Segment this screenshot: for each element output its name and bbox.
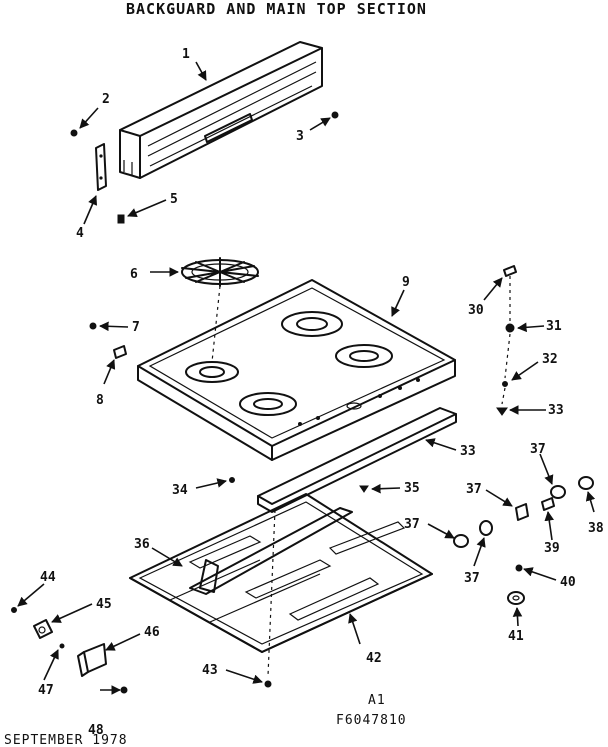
screw-35 (264, 680, 272, 688)
diagram-title: BACKGUARD AND MAIN TOP SECTION (126, 0, 427, 18)
callout-41: 35 (404, 481, 420, 496)
callout-32: 8 (96, 393, 104, 408)
screw-41 (359, 485, 369, 493)
callout-36: 42 (366, 651, 382, 666)
screw-9 (59, 643, 65, 649)
clip-32 (113, 345, 127, 359)
callout-6: 44 (40, 570, 56, 585)
screw-33b (120, 686, 128, 694)
drawing-code-a1: A1 (368, 693, 386, 708)
callout-8: 46 (144, 625, 160, 640)
valve-40 (515, 503, 529, 521)
callout-45: 31 (546, 319, 562, 334)
part-48 (515, 564, 523, 572)
leader-lines (17, 61, 596, 695)
callout-9: 47 (38, 683, 54, 698)
part-43 (496, 407, 508, 416)
screw-6 (11, 607, 17, 613)
callout-47: 9 (402, 275, 410, 290)
callout-44: 32 (542, 352, 558, 367)
callout-46: 30 (468, 303, 484, 318)
screw-33 (229, 477, 235, 483)
callout-48: 40 (560, 575, 576, 590)
main-top-47 (137, 279, 456, 461)
screw-1 (331, 111, 339, 119)
part-39 (541, 497, 555, 511)
screw-31 (89, 322, 97, 330)
part-45 (505, 323, 515, 333)
callout-31: 7 (132, 320, 140, 335)
callout-35: 43 (202, 663, 218, 678)
callout-33-b: 48 (88, 723, 104, 738)
part-44 (502, 381, 508, 387)
callout-4: 4 (76, 226, 84, 241)
callout-34: 36 (134, 537, 150, 552)
callout-37-c: 37 (530, 442, 546, 457)
callout-labels: 1 2 3 4 5 6 7 8 9 30 31 32 33 33 34 35 3… (38, 47, 604, 738)
grommet-38 (507, 591, 525, 605)
callout-37-a: 37 (404, 517, 420, 532)
callout-43: 33 (548, 403, 564, 418)
clamp-7 (33, 619, 53, 639)
callout-30: 6 (130, 267, 138, 282)
callout-39: 39 (544, 541, 560, 556)
clip-5 (117, 214, 125, 224)
grate-30 (181, 257, 259, 287)
callout-7: 45 (96, 597, 112, 612)
burner-box-36 (129, 493, 433, 653)
callout-42: 33 (460, 444, 476, 459)
callout-37-d: 38 (588, 521, 604, 536)
knob-46 (503, 265, 517, 277)
rail-42 (257, 407, 457, 513)
callout-38: 41 (508, 629, 524, 644)
callout-37-b: 37 (464, 571, 480, 586)
brace-34 (189, 507, 353, 595)
drawing-code-number: F6047810 (336, 713, 407, 728)
callout-1: 3 (296, 129, 304, 144)
callout-40: 37 (466, 482, 482, 497)
screw-3 (70, 129, 78, 137)
backguard-part (119, 41, 323, 179)
callout-3: 2 (102, 92, 110, 107)
bracket-4 (95, 143, 107, 191)
knobs-37 (453, 476, 594, 548)
callout-5: 5 (170, 192, 178, 207)
drawing-date: SEPTEMBER 1978 (4, 733, 128, 747)
bracket-8 (77, 643, 107, 677)
callout-33: 34 (172, 483, 188, 498)
callout-2: 1 (182, 47, 190, 62)
